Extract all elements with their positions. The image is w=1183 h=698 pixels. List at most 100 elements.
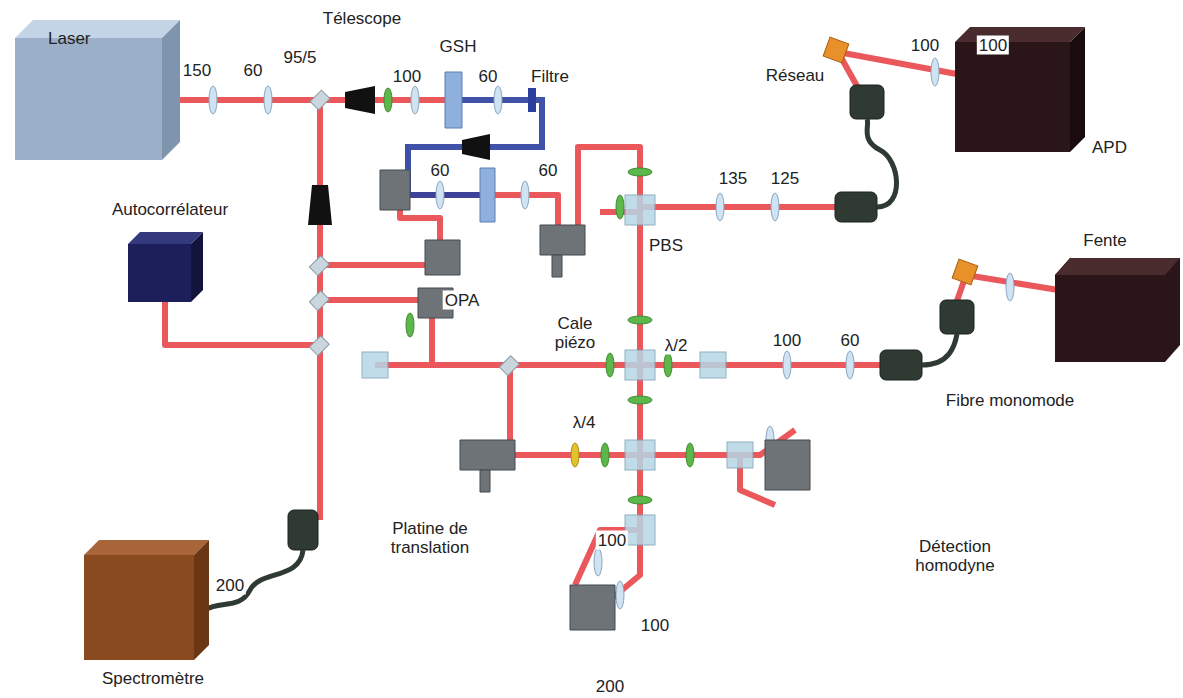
cube [625, 350, 655, 380]
part-label: 100 [391, 67, 423, 86]
waveplate [628, 316, 652, 324]
lens [411, 86, 419, 114]
part-label: Platine de translation [378, 519, 482, 557]
waveplate [686, 443, 694, 467]
part-label: 200 [214, 576, 246, 595]
part-label: 95/5 [281, 48, 318, 67]
optics-part [309, 90, 519, 376]
box-face [955, 42, 1070, 152]
filter [528, 88, 536, 112]
part-label: 100 [977, 36, 1009, 55]
lens [264, 86, 272, 114]
cube [727, 442, 753, 468]
box-top [84, 540, 209, 555]
mount [570, 585, 615, 630]
cube [625, 515, 655, 545]
optics-part [209, 58, 1064, 609]
part-label: 135 [717, 169, 749, 188]
optics-part [288, 85, 974, 550]
mount [540, 225, 585, 255]
waveplate [601, 443, 609, 467]
instrument-box: Spectromètre [78, 535, 231, 695]
instrument-name: Spectromètre [78, 669, 228, 688]
box-side [194, 540, 209, 660]
box-side [191, 232, 203, 302]
instrument-box: Autocorrélateur [95, 198, 248, 306]
grating [823, 37, 849, 63]
fiber-coupler [835, 192, 877, 222]
lens [521, 181, 529, 209]
part-label: 100 [639, 616, 671, 635]
part-label: 100 [771, 331, 803, 350]
fiber-coupler [880, 350, 922, 380]
lens [209, 86, 217, 114]
instrument-name: APD [1092, 138, 1127, 157]
optics-part [380, 170, 810, 630]
part-label: 60 [477, 67, 500, 86]
box-shape [10, 15, 190, 165]
part-label: Fente [1081, 231, 1128, 250]
cube [362, 352, 388, 378]
lens [494, 86, 502, 114]
beam [640, 204, 840, 210]
cube [700, 352, 726, 378]
waveplate [406, 313, 414, 337]
part-label: Détection homodyne [903, 537, 1007, 575]
box-face [15, 38, 162, 160]
part-label: Filtre [529, 67, 571, 86]
crystal [445, 72, 462, 128]
part-label: Réseau [764, 66, 827, 85]
optics-part [823, 37, 978, 285]
beam [165, 300, 320, 345]
mirror [309, 336, 329, 356]
beam [320, 297, 432, 303]
grating [952, 259, 978, 285]
lens [436, 181, 444, 209]
waveplate [628, 396, 652, 404]
detector [1055, 258, 1180, 362]
part-label: 60 [429, 161, 452, 180]
waveplate [628, 168, 652, 176]
box-top [128, 232, 203, 244]
waveplate [606, 353, 614, 377]
mount [425, 240, 460, 275]
part-label: 125 [769, 169, 801, 188]
part-label: 200 [594, 677, 626, 696]
part-label: λ/4 [571, 413, 598, 432]
waveplate [616, 195, 624, 219]
part-label: Fibre monomode [944, 391, 1077, 410]
mount [480, 470, 490, 492]
box-side [162, 20, 180, 160]
quarter-waveplate [571, 443, 579, 467]
box-face [84, 555, 194, 660]
box-top [15, 20, 180, 38]
lens [931, 58, 939, 86]
mount [552, 255, 562, 277]
lens [1006, 273, 1014, 301]
fiber-coupler [288, 510, 318, 550]
optics-part [384, 88, 694, 504]
waveplate [384, 88, 392, 112]
part-label: 100 [909, 36, 941, 55]
box-side [1070, 27, 1085, 152]
instrument-box: Laser [10, 15, 190, 165]
lens [771, 193, 779, 221]
mount [765, 440, 810, 490]
mirror [309, 291, 329, 311]
optics-part [362, 195, 753, 545]
mirror [310, 90, 330, 110]
lens [594, 548, 602, 576]
waveplate [664, 353, 672, 377]
fiber [205, 550, 303, 610]
mount [380, 170, 410, 210]
part-label: PBS [647, 236, 685, 255]
crystal [480, 168, 495, 222]
part-label: 60 [839, 331, 862, 350]
telescope [345, 86, 375, 114]
instrument-name: Laser [48, 29, 91, 48]
part-label: OPA [443, 291, 482, 310]
optics-part [308, 86, 536, 225]
mount [460, 440, 515, 470]
beam [408, 100, 542, 195]
